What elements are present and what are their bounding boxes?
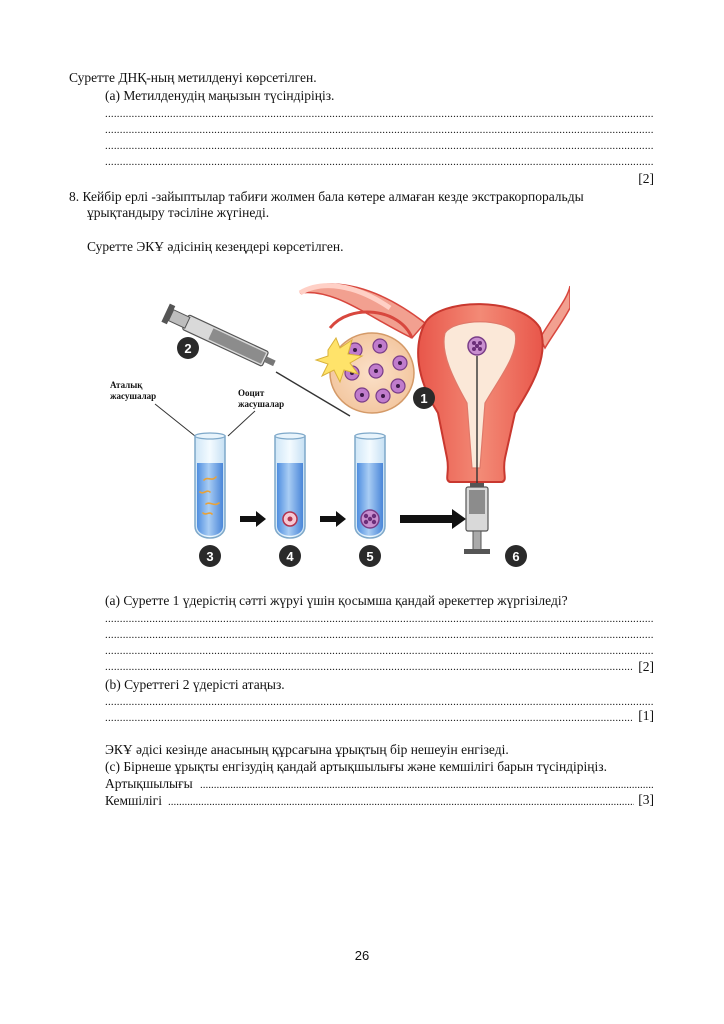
q8-part-b-marks: [1] [638, 708, 654, 723]
step-number-3: 3 [206, 549, 213, 564]
arrow-icon [400, 509, 466, 529]
step-number-1: 1 [420, 391, 427, 406]
q8-part-c: (c) Бірнеше ұрықты енгізудің қандай арты… [105, 759, 607, 774]
label-sperm-line2: жасушалар [110, 391, 156, 401]
q7-marks: [2] [638, 171, 654, 186]
test-tube-zygote [274, 432, 306, 539]
step-number-4: 4 [286, 549, 294, 564]
answer-line[interactable]: ........................................… [105, 697, 654, 707]
arrow-icon [320, 511, 346, 527]
label-sperm-line1: Аталық [110, 380, 143, 390]
answer-line[interactable]: ........................................… [105, 662, 632, 672]
q8-part-c-marks: [3] [638, 792, 654, 807]
ovary-illustration [314, 310, 415, 414]
disadvantage-label: Кемшілігі [105, 793, 162, 808]
aspiration-syringe-illustration [161, 303, 351, 417]
q8-part-a: (a) Суретте 1 үдерістің сәтті жүруі үшін… [105, 593, 568, 608]
label-oocyte-line1: Ооцит [238, 388, 265, 398]
answer-line[interactable]: ........................................… [105, 157, 654, 167]
q8-part-c-intro: ЭКҰ әдісі кезінде анасының құрсағына ұры… [105, 742, 509, 757]
answer-line[interactable]: ........................................… [105, 125, 654, 135]
q8-stem-line1: 8. Кейбір ерлі -зайыптылар табиғи жолмен… [69, 189, 584, 204]
q8-stem-line2: ұрықтандыру тәсіліне жүгінеді. [87, 205, 270, 220]
disadvantage-answer-line[interactable]: ........................................… [168, 796, 634, 808]
arrow-icon [240, 511, 266, 527]
transfer-syringe-illustration [464, 483, 490, 554]
ivf-figure: Аталық жасушалар Ооцит жасушалар [110, 283, 570, 567]
advantage-answer-line[interactable]: ........................................… [200, 779, 654, 791]
page-number: 26 [354, 948, 370, 963]
label-oocyte-line2: жасушалар [238, 399, 284, 409]
test-tube-sperm [194, 432, 226, 539]
advantage-label: Артықшылығы [105, 776, 193, 791]
q7-intro: Суретте ДНҚ-ның метилденуі көрсетілген. [69, 70, 317, 85]
answer-line[interactable]: ........................................… [105, 713, 632, 723]
answer-line[interactable]: ........................................… [105, 141, 654, 151]
test-tube-embryo [354, 432, 386, 539]
answer-line[interactable]: ........................................… [105, 630, 654, 640]
q7-part-a: (a) Метилденудің маңызын түсіндіріңіз. [105, 88, 335, 103]
answer-line[interactable]: ........................................… [105, 614, 654, 624]
step-number-2: 2 [184, 341, 191, 356]
step-number-6: 6 [512, 549, 519, 564]
q8-part-b: (b) Суреттегі 2 үдерісті атаңыз. [105, 677, 285, 692]
answer-line[interactable]: ........................................… [105, 646, 654, 656]
figure-caption: Суретте ЭКҰ әдісінің кезеңдері көрсетілг… [87, 239, 344, 254]
step-number-5: 5 [366, 549, 373, 564]
uterus-illustration [298, 283, 570, 483]
q8-part-a-marks: [2] [638, 659, 654, 674]
answer-line[interactable]: ........................................… [105, 109, 654, 119]
